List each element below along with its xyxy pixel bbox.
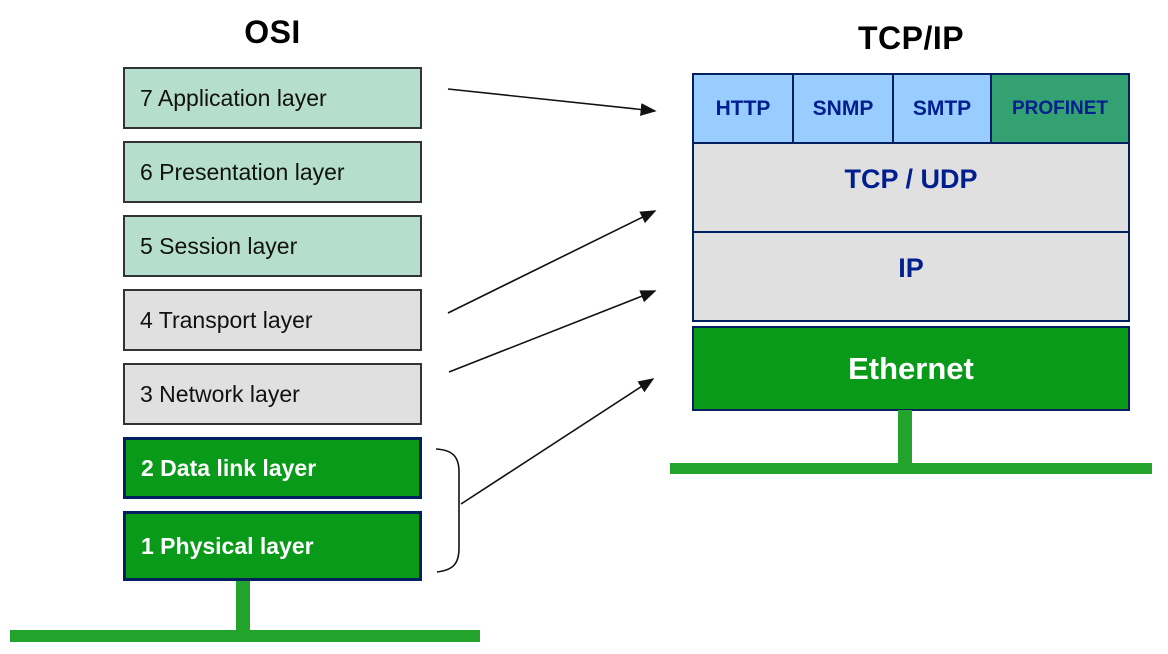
protocol-cell-smtp: SMTP	[894, 75, 992, 142]
osi-layer-7-application: 7 Application layer	[123, 67, 422, 129]
osi-layer-label: 3 Network layer	[140, 380, 300, 407]
osi-layer-2-datalink: 2 Data link layer	[123, 437, 422, 499]
layers-1-2-bracket	[435, 448, 460, 573]
osi-layer-label: 5 Session layer	[140, 232, 298, 259]
tcpip-bus-stem	[898, 410, 912, 466]
osi-layer-label: 4 Transport layer	[140, 306, 313, 333]
osi-layer-4-transport: 4 Transport layer	[123, 289, 422, 351]
protocol-cell-snmp: SNMP	[794, 75, 894, 142]
ip-row: IP	[692, 233, 1130, 322]
osi-layer-label: 1 Physical layer	[141, 532, 314, 559]
osi-layer-1-physical: 1 Physical layer	[123, 511, 422, 581]
protocol-cell-http: HTTP	[694, 75, 794, 142]
protocol-label: PROFINET	[1011, 97, 1109, 119]
arrow-transport-to-tcp-udp	[447, 210, 657, 314]
osi-layer-label: 7 Application layer	[140, 84, 327, 111]
protocol-label: HTTP	[715, 96, 771, 120]
osi-layer-stack: 7 Application layer 6 Presentation layer…	[123, 67, 422, 581]
arrow-datalink-physical-to-ethernet	[460, 378, 655, 505]
osi-bus-bar	[10, 630, 480, 642]
ethernet-row: Ethernet	[692, 326, 1130, 411]
tcp-udp-label: TCP / UDP	[844, 164, 978, 194]
protocol-cell-profinet: PROFINET	[992, 75, 1128, 142]
tcpip-title: TCP/IP	[857, 20, 965, 56]
osi-layer-3-network: 3 Network layer	[123, 363, 422, 425]
application-protocols-row: HTTP SNMP SMTP PROFINET	[692, 73, 1130, 144]
osi-title: OSI	[244, 14, 301, 50]
osi-layer-6-presentation: 6 Presentation layer	[123, 141, 422, 203]
osi-layer-label: 2 Data link layer	[141, 454, 317, 481]
ip-label: IP	[898, 253, 924, 283]
arrow-network-to-ip	[448, 290, 657, 373]
osi-bus-stem	[236, 581, 250, 634]
protocol-label: SNMP	[812, 96, 874, 120]
arrow-application-to-protocols	[447, 88, 657, 116]
protocol-label: SMTP	[912, 96, 972, 120]
tcpip-stack: HTTP SNMP SMTP PROFINET TCP / UDP IP Eth…	[692, 73, 1130, 411]
osi-layer-5-session: 5 Session layer	[123, 215, 422, 277]
tcp-udp-row: TCP / UDP	[692, 144, 1130, 233]
osi-layer-label: 6 Presentation layer	[140, 158, 345, 185]
tcpip-bus-bar	[670, 463, 1152, 474]
ethernet-label: Ethernet	[848, 350, 974, 386]
